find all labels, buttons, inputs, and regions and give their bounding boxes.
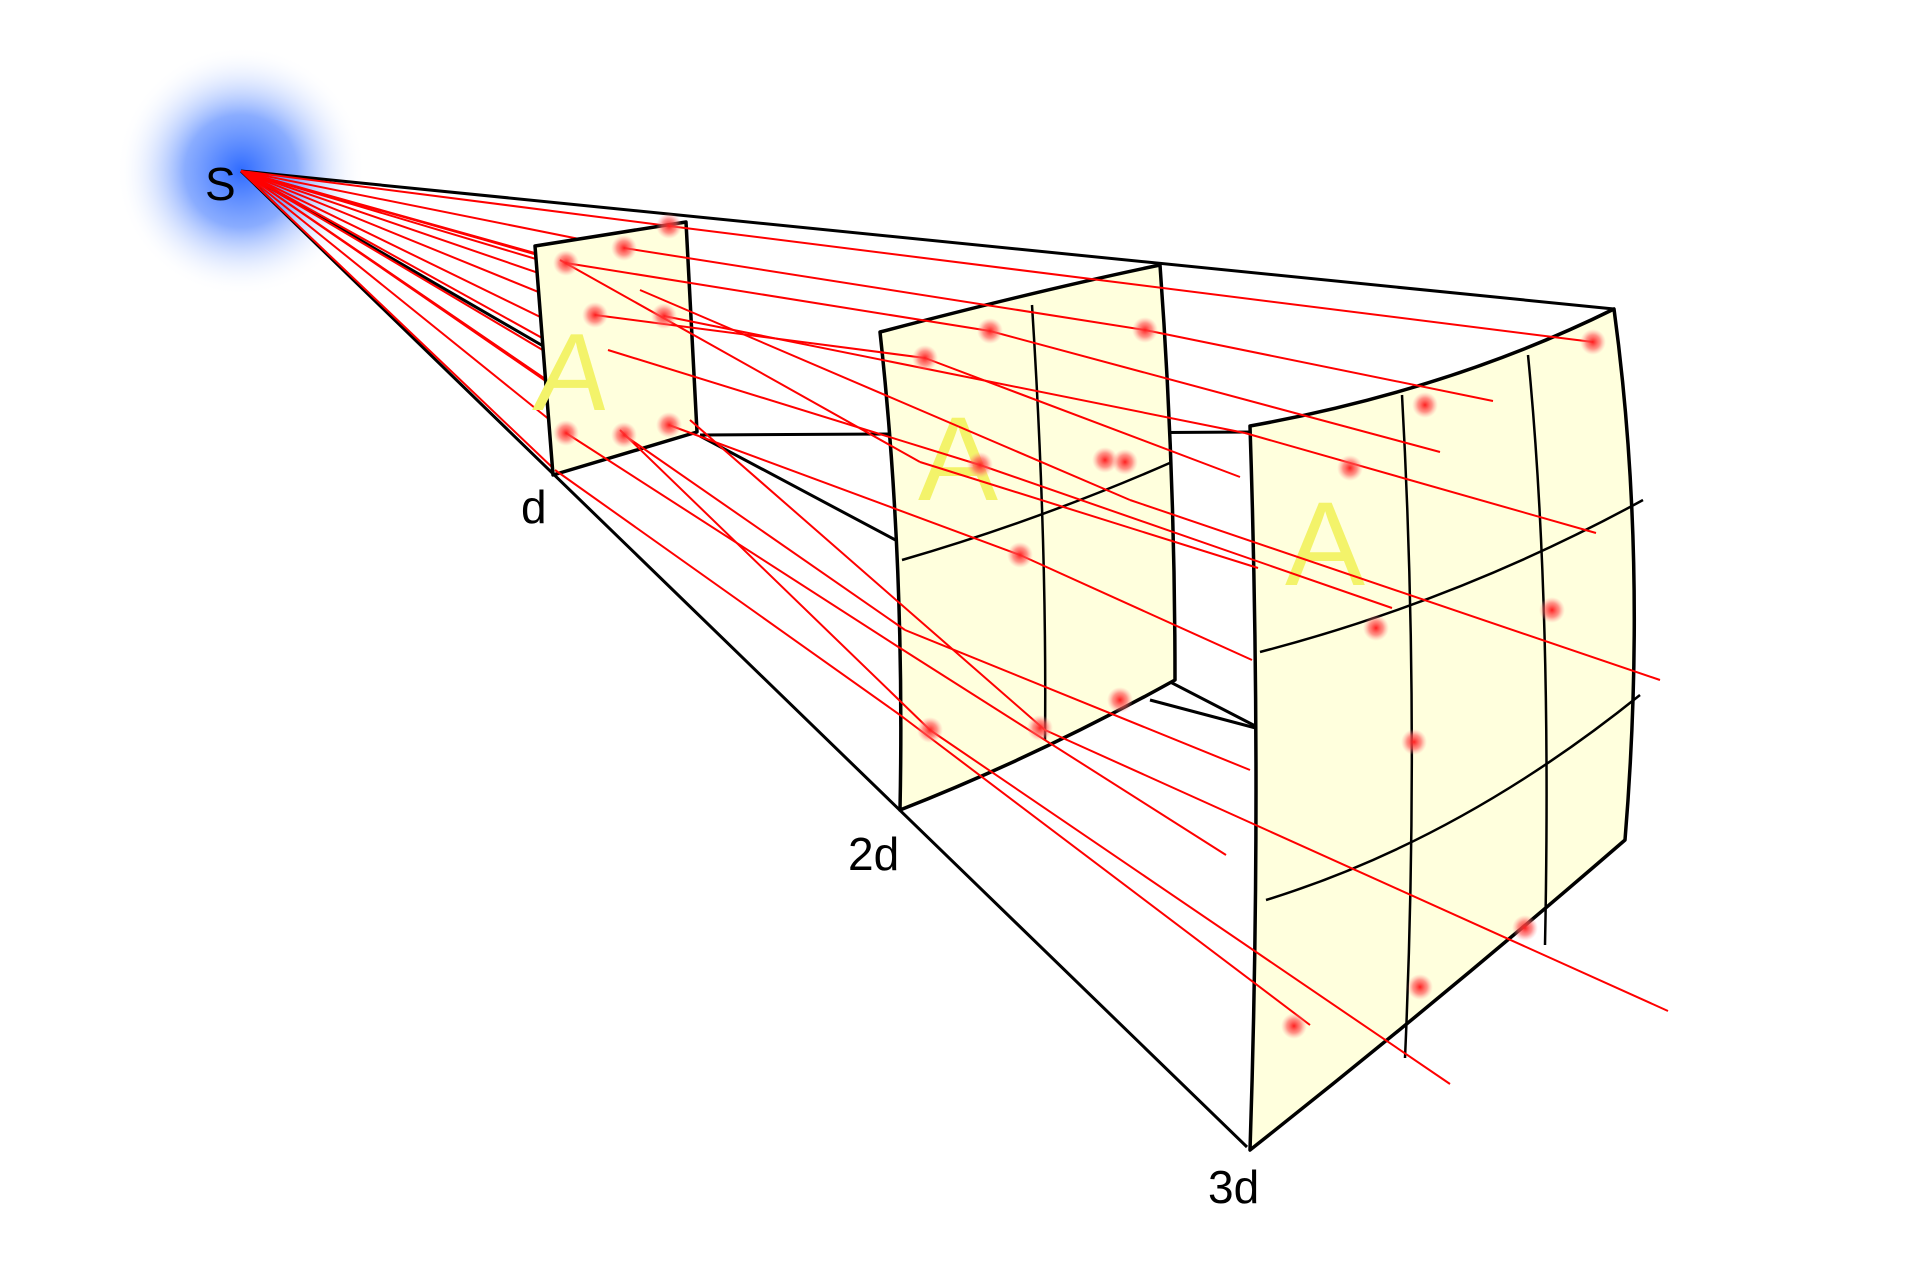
light-ray: [668, 424, 1021, 556]
light-ray: [594, 314, 926, 359]
ray-impact-dot: [1027, 715, 1053, 741]
area-label-d: A: [529, 311, 616, 434]
light-ray: [559, 259, 921, 463]
light-ray: [1244, 432, 1597, 534]
ray-impact-dot: [1512, 915, 1538, 941]
light-ray: [240, 170, 596, 316]
light-ray: [663, 315, 1246, 434]
light-ray: [1144, 329, 1494, 402]
ray-impact-dot: [1363, 615, 1389, 641]
ray-impact-dot: [1281, 1013, 1307, 1039]
light-ray: [904, 629, 1251, 771]
rays-front: [554, 225, 1669, 1085]
light-ray: [240, 170, 556, 471]
ray-impact-dot: [1401, 729, 1427, 755]
ray-impact-dot: [1580, 329, 1606, 355]
light-ray: [554, 469, 901, 716]
light-ray: [1019, 554, 1253, 661]
ray-impact-dot: [656, 213, 682, 239]
distance-label-3d: 3d: [1208, 1161, 1259, 1213]
ray-impact-dot: [611, 235, 637, 261]
ray-impact-dot: [553, 420, 579, 446]
ray-impact-dot: [1407, 974, 1433, 1000]
light-ray: [919, 461, 1259, 569]
ray-impact-dot: [1412, 392, 1438, 418]
area-label-3d: A: [1285, 477, 1365, 611]
light-ray: [929, 729, 1451, 1085]
panel-3d: A: [1248, 307, 1644, 1152]
ray-impact-dot: [611, 422, 637, 448]
light-ray: [689, 419, 1046, 731]
light-ray: [668, 225, 1594, 343]
light-ray: [623, 247, 1146, 331]
ray-impact-dot: [977, 318, 1003, 344]
light-ray: [623, 434, 906, 631]
distance-label-d: d: [521, 481, 547, 533]
light-ray: [240, 170, 670, 227]
ray-impact-dot: [553, 250, 579, 276]
ray-impact-dot: [912, 345, 938, 371]
light-ray: [619, 429, 931, 731]
ray-impact-dot: [1539, 597, 1565, 623]
light-ray: [989, 330, 1441, 453]
panel-d: A: [529, 220, 699, 477]
ray-impact-dot: [1337, 455, 1363, 481]
light-ray: [565, 262, 991, 332]
source-label: S: [205, 158, 236, 210]
ray-impact-dot: [582, 302, 608, 328]
light-ray: [979, 464, 1393, 609]
ray-impact-dot: [917, 717, 943, 743]
light-ray: [1129, 499, 1661, 681]
ray-impact-dot: [1112, 449, 1138, 475]
light-ray: [639, 289, 1131, 501]
ray-impact-dot: [967, 452, 993, 478]
distance-label-2d: 2d: [848, 828, 899, 880]
light-ray: [240, 170, 625, 249]
light-ray: [924, 357, 1241, 478]
light-ray: [607, 349, 981, 466]
light-ray: [899, 647, 1227, 856]
ray-impact-dot: [1007, 542, 1033, 568]
light-ray: [1044, 729, 1669, 1012]
light-ray: [899, 714, 1311, 1026]
light-ray: [240, 170, 567, 434]
ray-impact-dot: [651, 303, 677, 329]
ray-impact-dot: [1132, 317, 1158, 343]
ray-impact-dot: [1092, 447, 1118, 473]
ray-impact-dot: [656, 412, 682, 438]
ray-impact-dot: [1107, 687, 1133, 713]
ray-impact-dots: [553, 213, 1606, 1039]
